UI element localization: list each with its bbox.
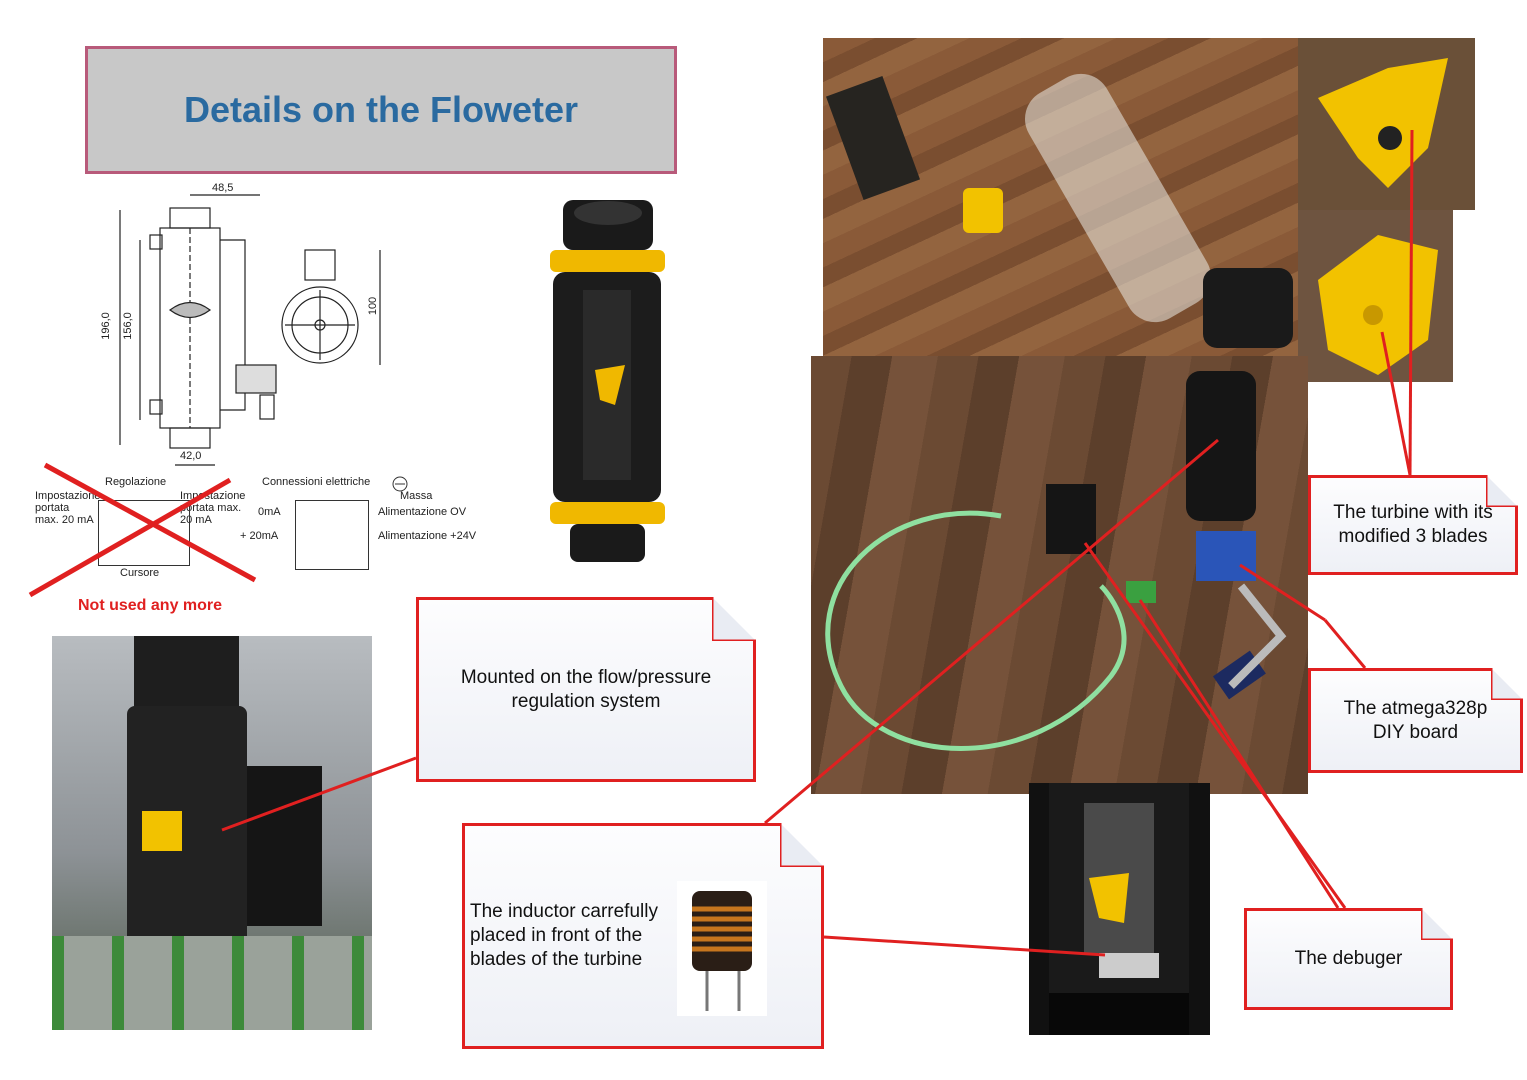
regolazione-label: Regolazione — [105, 476, 167, 488]
note-inductor: The inductor carrefully placed in front … — [462, 823, 824, 1049]
note-debuger: The debuger — [1244, 908, 1453, 1010]
alim-0v-label: Alimentazione OV — [378, 506, 467, 518]
cross-out-icon — [28, 462, 257, 598]
regolazione-diagram: Regolazione Impostazione portata max. 20… — [28, 462, 260, 598]
twenty-ma-label: + 20mA — [240, 530, 279, 542]
green-rails — [52, 936, 372, 1030]
regolazione-box — [98, 500, 190, 566]
zero-ma-label: 0mA — [258, 506, 281, 518]
impostazione-left: Impostazione portata max. 20 mA — [35, 490, 101, 526]
note-mounted: Mounted on the flow/pressure regulation … — [416, 597, 756, 782]
dim-height-outer: 196,0 — [99, 312, 112, 340]
note-atmega-text: The atmega328p DIY board — [1343, 697, 1488, 743]
massa-label: Massa — [400, 490, 433, 502]
ground-icon — [392, 476, 408, 492]
dim-side: 100 — [367, 296, 380, 316]
parts-photo — [823, 38, 1298, 356]
dim-bottom: 42,0 — [180, 450, 202, 462]
cap-black — [1203, 268, 1293, 348]
turbine-yellow — [142, 811, 182, 851]
small-turbine — [963, 188, 1003, 233]
electronics-photo — [811, 356, 1308, 794]
page-title: Details on the Floweter — [183, 89, 579, 130]
mount-bracket — [247, 766, 322, 926]
flowmeter-product-image — [545, 195, 670, 565]
connessioni-diagram: Connessioni elettriche Massa 0mA + 20mA … — [240, 472, 500, 582]
connector-box — [295, 500, 369, 570]
title-box: Details on the Floweter — [85, 46, 677, 174]
line-atmega-a — [1323, 619, 1367, 669]
note-inductor-text: The inductor carrefully placed in front … — [470, 901, 658, 970]
dim-top: 48,5 — [212, 182, 234, 194]
inductor-image — [677, 881, 767, 1016]
connessioni-label: Connessioni elettriche — [262, 476, 371, 488]
technical-drawing: 48,5 42,0 196,0 156,0 100 — [30, 180, 500, 480]
note-atmega: The atmega328p DIY board — [1308, 668, 1523, 773]
alim-24v-label: Alimentazione +24V — [378, 530, 477, 542]
turbine-photo-1 — [1298, 38, 1475, 210]
note-turbine: The turbine with its modified 3 blades — [1308, 475, 1518, 575]
dim-height-inner: 156,0 — [121, 312, 134, 340]
tube-transparent — [1014, 62, 1222, 334]
holder-black — [825, 76, 921, 200]
note-turbine-text: The turbine with its modified 3 blades — [1333, 502, 1493, 547]
note-debuger-text: The debuger — [1294, 948, 1403, 969]
cursore-label: Cursore — [120, 567, 160, 579]
mounted-photo — [52, 636, 372, 1030]
inductor-closeup-photo — [1029, 783, 1210, 1035]
note-mounted-text: Mounted on the flow/pressure regulation … — [460, 666, 712, 712]
not-used-label: Not used any more — [78, 597, 223, 614]
turbine-photo-2 — [1298, 210, 1453, 382]
